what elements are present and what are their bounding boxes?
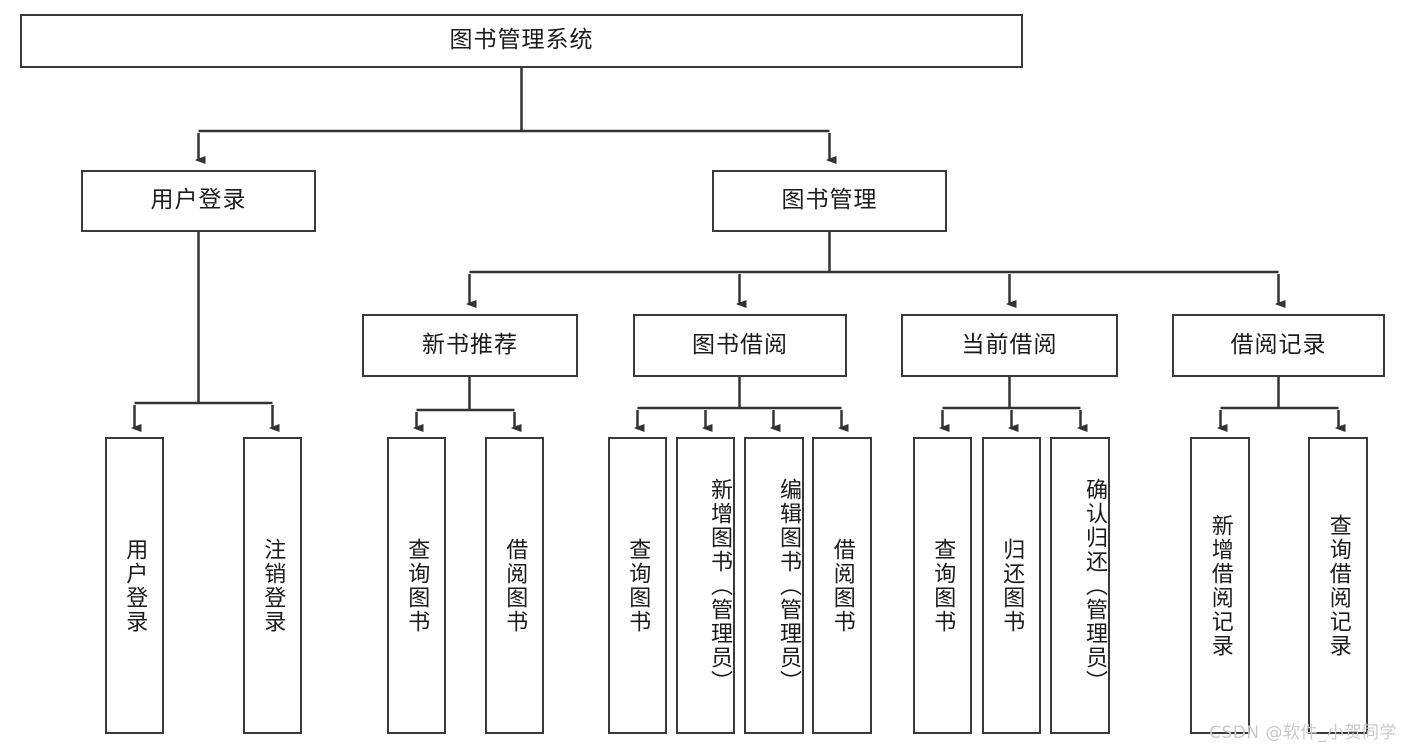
node-borrow-record[interactable]: 借阅记录 <box>1172 314 1385 377</box>
node-root-system[interactable]: 图书管理系统 <box>20 14 1023 68</box>
node-root-system-label: 图书管理系统 <box>449 27 594 54</box>
leaf-add-borrow-record-label: 新增借阅记录 <box>1207 513 1233 658</box>
leaf-borrow-book-recommend-label: 借阅图书 <box>502 537 528 634</box>
leaf-borrow-book-label: 借阅图书 <box>829 537 855 634</box>
leaf-query-book-current-label: 查询图书 <box>930 537 956 634</box>
node-book-management[interactable]: 图书管理 <box>712 170 947 232</box>
node-current-borrow[interactable]: 当前借阅 <box>901 314 1118 377</box>
node-book-borrow-label: 图书借阅 <box>692 331 788 358</box>
node-user-login-label: 用户登录 <box>150 187 247 214</box>
leaf-add-book-admin-label: 新增图书（管理员） <box>707 477 732 694</box>
node-new-book-recommend[interactable]: 新书推荐 <box>362 314 578 377</box>
node-book-borrow[interactable]: 图书借阅 <box>633 314 847 377</box>
leaf-user-login[interactable]: 用户登录 <box>105 437 164 734</box>
leaf-query-book-recommend-label: 查询图书 <box>404 537 430 634</box>
leaf-return-book[interactable]: 归还图书 <box>982 437 1041 734</box>
leaf-add-borrow-record[interactable]: 新增借阅记录 <box>1190 437 1250 734</box>
leaf-query-borrow-record-label: 查询借阅记录 <box>1325 513 1351 658</box>
leaf-user-logout[interactable]: 注销登录 <box>243 437 302 734</box>
leaf-confirm-return-admin[interactable]: 确认归还（管理员） <box>1050 437 1110 734</box>
leaf-query-book-current[interactable]: 查询图书 <box>913 437 972 734</box>
csdn-watermark: CSDN @软件_小贺同学 <box>1209 723 1397 743</box>
leaf-user-logout-label: 注销登录 <box>260 537 286 634</box>
leaf-query-book-borrow-label: 查询图书 <box>625 537 651 634</box>
leaf-add-book-admin[interactable]: 新增图书（管理员） <box>676 437 735 734</box>
node-borrow-record-label: 借阅记录 <box>1230 331 1327 358</box>
leaf-borrow-book-recommend[interactable]: 借阅图书 <box>485 437 544 734</box>
leaf-return-book-label: 归还图书 <box>999 537 1025 634</box>
leaf-query-book-recommend[interactable]: 查询图书 <box>387 437 446 734</box>
node-user-login[interactable]: 用户登录 <box>81 170 316 232</box>
leaf-user-login-label: 用户登录 <box>122 537 148 634</box>
node-new-book-recommend-label: 新书推荐 <box>422 331 518 358</box>
node-current-borrow-label: 当前借阅 <box>961 331 1058 358</box>
leaf-query-borrow-record[interactable]: 查询借阅记录 <box>1308 437 1368 734</box>
leaf-query-book-borrow[interactable]: 查询图书 <box>608 437 667 734</box>
leaf-edit-book-admin-label: 编辑图书（管理员） <box>776 477 801 694</box>
leaf-borrow-book[interactable]: 借阅图书 <box>812 437 872 734</box>
node-book-management-label: 图书管理 <box>781 187 878 214</box>
leaf-confirm-return-admin-label: 确认归还（管理员） <box>1082 477 1107 694</box>
leaf-edit-book-admin[interactable]: 编辑图书（管理员） <box>744 437 804 734</box>
